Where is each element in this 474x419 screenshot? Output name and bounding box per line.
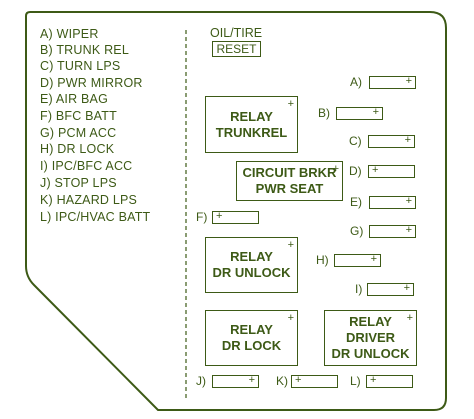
fuse-label-g: G) <box>350 224 364 238</box>
plus-terminal: + <box>372 164 379 176</box>
relay-label: DR UNLOCK <box>212 265 291 280</box>
plus-terminal: + <box>370 253 377 265</box>
legend-item: F) BFC BATT <box>40 109 117 123</box>
fuse-j: + <box>212 374 259 388</box>
plus-terminal: + <box>372 106 379 118</box>
fuse-c: + <box>368 134 415 148</box>
plus-terminal: + <box>406 312 413 324</box>
oil-tire-reset: RESET <box>212 41 261 57</box>
fuse-label-a: A) <box>350 75 362 89</box>
circuit-breaker-pwr-seat: + CIRCUIT BRKR PWR SEAT <box>236 161 343 201</box>
relay-label: DR UNLOCK <box>331 346 410 361</box>
plus-terminal: + <box>287 98 294 110</box>
fuse-label-l: L) <box>350 374 361 388</box>
plus-terminal: + <box>405 195 412 207</box>
legend-item: B) TRUNK REL <box>40 43 129 57</box>
relay-dr-unlock: + RELAY DR UNLOCK <box>205 237 298 293</box>
fuse-label-d: D) <box>349 164 362 178</box>
plus-terminal: + <box>405 75 412 87</box>
legend-item: I) IPC/BFC ACC <box>40 159 133 173</box>
fuse-label-f: F) <box>196 210 208 224</box>
plus-terminal: + <box>216 210 223 222</box>
relay-dr-lock: + RELAY DR LOCK <box>205 310 298 366</box>
plus-terminal: + <box>295 374 302 386</box>
fuse-a: + <box>369 75 416 89</box>
legend-item: G) PCM ACC <box>40 126 117 140</box>
legend-item: A) WIPER <box>40 27 99 41</box>
fuse-b: + <box>336 106 383 120</box>
relay-driver-dr-unlock: + RELAY DRIVER DR UNLOCK <box>324 310 417 366</box>
plus-terminal: + <box>248 374 255 386</box>
relay-label: PWR SEAT <box>255 181 324 196</box>
legend-item: E) AIR BAG <box>40 92 108 106</box>
fuse-label-i: I) <box>355 282 363 296</box>
fuse-g: + <box>369 224 416 238</box>
fuse-i: + <box>367 282 414 296</box>
fuse-h: + <box>334 253 381 267</box>
plus-terminal: + <box>287 239 294 251</box>
plus-terminal: + <box>287 312 294 324</box>
fuse-f: + <box>212 210 259 224</box>
legend-item: J) STOP LPS <box>40 176 117 190</box>
relay-label: RELAY <box>230 322 273 337</box>
relay-label: DR LOCK <box>221 338 282 353</box>
relay-label: DRIVER <box>345 330 396 345</box>
relay-label: RELAY <box>230 108 273 124</box>
fuse-d: + <box>368 164 415 178</box>
plus-terminal: + <box>404 134 411 146</box>
relay-trunkrel: + RELAY TRUNKREL <box>205 96 298 153</box>
fuse-label-e: E) <box>350 195 362 209</box>
legend-item: K) HAZARD LPS <box>40 193 138 207</box>
plus-terminal: + <box>403 282 410 294</box>
fuse-label-h: H) <box>316 253 329 267</box>
legend-item: L) IPC/HVAC BATT <box>40 210 151 224</box>
fuse-label-j: J) <box>196 374 206 388</box>
plus-terminal: + <box>370 374 377 386</box>
fuse-k: + <box>291 374 338 388</box>
legend-item: C) TURN LPS <box>40 59 121 73</box>
legend-item: H) DR LOCK <box>40 142 115 156</box>
relay-label: TRUNKREL <box>215 124 288 140</box>
plus-terminal: + <box>405 224 412 236</box>
relay-label: RELAY <box>230 249 273 264</box>
fuse-e: + <box>369 195 416 209</box>
legend-item: D) PWR MIRROR <box>40 76 143 90</box>
fuse-label-b: B) <box>318 106 330 120</box>
plus-terminal: + <box>332 163 339 175</box>
relay-label: CIRCUIT BRKR <box>242 165 337 180</box>
fuse-label-k: K) <box>276 374 288 388</box>
fuse-label-c: C) <box>349 134 362 148</box>
oil-tire-label: OIL/TIRE <box>210 26 263 40</box>
fuse-l: + <box>366 374 413 388</box>
relay-label: RELAY <box>349 314 392 329</box>
